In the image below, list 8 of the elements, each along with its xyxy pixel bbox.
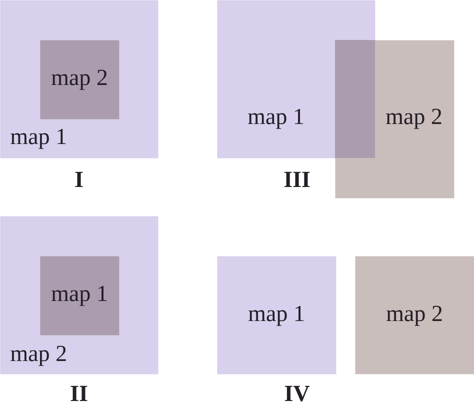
panel-label: III — [284, 172, 310, 187]
map-square: map 1 — [40, 256, 120, 336]
panel-label: II — [70, 386, 88, 401]
map-square: map 2 — [40, 40, 120, 120]
panel-label: IV — [285, 386, 310, 402]
map-square: map 1 — [217, 256, 336, 374]
map-square: map 2 — [335, 40, 454, 198]
panel-label: I — [75, 172, 83, 187]
